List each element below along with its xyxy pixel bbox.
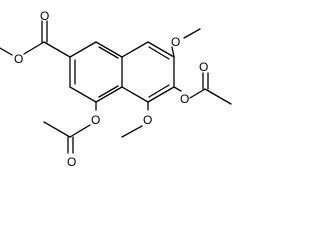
bond-ring-b5 bbox=[121, 86, 149, 103]
ester-ether-oxygen: O bbox=[14, 52, 23, 66]
bond-acetoxy-r-methyl bbox=[204, 88, 232, 105]
bond-ring-a6 bbox=[69, 41, 97, 58]
naphthalene-core bbox=[69, 41, 175, 103]
bond-ring-b1 bbox=[121, 41, 149, 58]
bond-ring-b4-inner bbox=[148, 84, 170, 98]
bond-acetoxy-r-2 bbox=[189, 88, 206, 99]
methoxy-top-oxygen: O bbox=[171, 35, 180, 49]
acetoxy-left-carbonyl-oxygen: O bbox=[67, 155, 76, 169]
bond-ester-ome bbox=[0, 47, 13, 56]
molecule-svg: O O O O O O O O bbox=[0, 9, 232, 169]
ester-carbonyl-oxygen: O bbox=[40, 9, 49, 23]
bond-acetoxy-l-2 bbox=[69, 124, 91, 138]
acetoxy-right-ether-oxygen: O bbox=[180, 92, 189, 106]
bond-ester-c bbox=[43, 41, 71, 58]
bond-ring-a3 bbox=[95, 86, 123, 103]
acetoxy-right-carbonyl-oxygen: O bbox=[199, 60, 208, 74]
bond-ester-o bbox=[23, 41, 45, 55]
bond-ring-a1 bbox=[95, 41, 123, 58]
bond-ring-a1-inner bbox=[98, 46, 119, 59]
methyl-ester-group: O O bbox=[0, 9, 71, 66]
bond-acetoxy-l-methyl bbox=[43, 121, 71, 138]
bond-methoxy-top-1 bbox=[171, 46, 175, 58]
methoxy-group-top: O bbox=[171, 28, 201, 58]
bond-ring-b2-inner bbox=[148, 46, 170, 60]
bond-methoxy-bottom-2 bbox=[121, 125, 143, 138]
bond-ring-b4 bbox=[147, 86, 175, 103]
bond-ring-b2 bbox=[147, 41, 175, 58]
bond-acetoxy-r-1 bbox=[173, 86, 182, 92]
acetoxy-left-ether-oxygen: O bbox=[91, 113, 100, 127]
bond-methoxy-top-2 bbox=[183, 28, 201, 39]
acetoxy-group-left: O O bbox=[43, 101, 100, 169]
methoxy-bottom-oxygen: O bbox=[143, 113, 152, 127]
structure-diagram: O O O O O O O O bbox=[0, 9, 232, 169]
bond-ring-a4 bbox=[69, 86, 97, 103]
acetoxy-group-right: O O bbox=[173, 60, 232, 106]
methoxy-group-bottom: O bbox=[121, 101, 152, 138]
bond-ring-a3-inner bbox=[98, 85, 119, 98]
